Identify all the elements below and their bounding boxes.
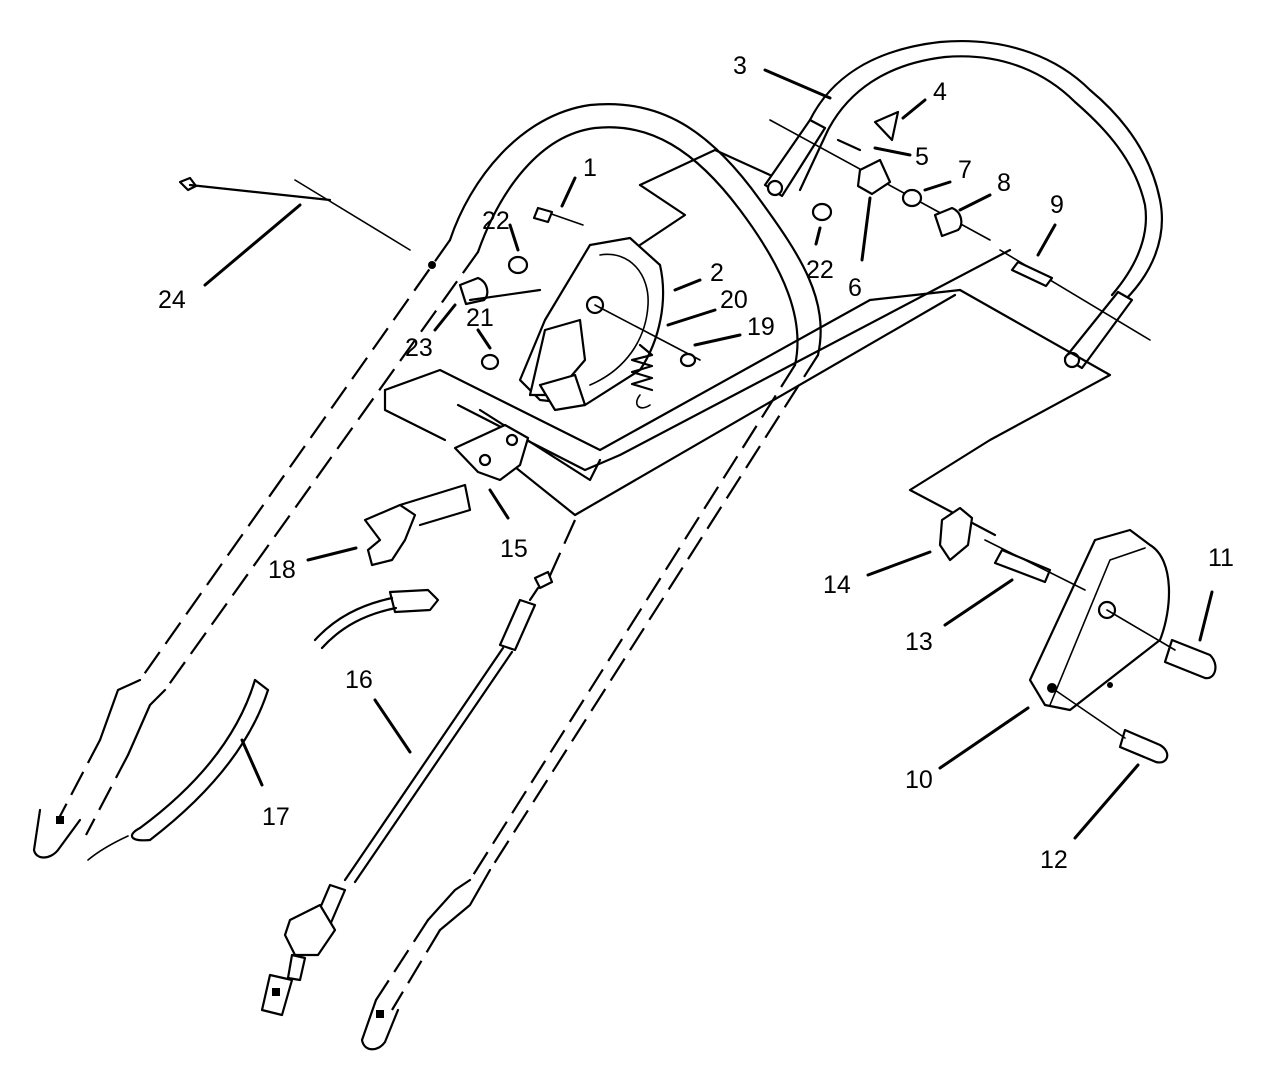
callout-labels: 1 2 3 4 5 6 7 8 9 10 11 12 13 14 15 16 1… xyxy=(158,52,1234,874)
callout-2: 2 xyxy=(710,259,724,287)
callout-1: 1 xyxy=(583,154,597,182)
callout-17: 17 xyxy=(262,803,290,831)
callout-21: 21 xyxy=(466,304,494,332)
callout-6: 6 xyxy=(848,274,862,302)
callout-22-left: 22 xyxy=(482,207,510,235)
control-cable xyxy=(260,570,554,1017)
cable-bracket-and-lever xyxy=(313,423,530,650)
callout-20: 20 xyxy=(720,286,748,314)
callout-5: 5 xyxy=(915,143,929,171)
callout-23: 23 xyxy=(405,334,433,362)
callout-24: 24 xyxy=(158,286,186,314)
cable-guide xyxy=(87,678,270,861)
cover-assembly xyxy=(938,506,1217,764)
callout-12: 12 xyxy=(1040,846,1068,874)
callout-11: 11 xyxy=(1208,544,1234,572)
callout-14: 14 xyxy=(823,571,851,599)
lower-handle xyxy=(32,103,822,1051)
callout-4: 4 xyxy=(933,78,947,106)
callout-3: 3 xyxy=(733,52,747,80)
callout-22-right: 22 xyxy=(806,256,834,284)
assembly-guide-lines xyxy=(383,148,1112,581)
callout-10: 10 xyxy=(905,766,933,794)
callout-15: 15 xyxy=(500,535,528,563)
bail-control-parts xyxy=(811,110,1054,288)
callout-18: 18 xyxy=(268,556,296,584)
control-housing xyxy=(178,176,701,412)
callout-8: 8 xyxy=(997,169,1011,197)
callout-9: 9 xyxy=(1050,191,1064,219)
callout-13: 13 xyxy=(905,628,933,656)
callout-16: 16 xyxy=(345,666,373,694)
callout-7: 7 xyxy=(958,156,972,184)
callout-19: 19 xyxy=(747,313,775,341)
callout-leaders xyxy=(203,68,1214,840)
